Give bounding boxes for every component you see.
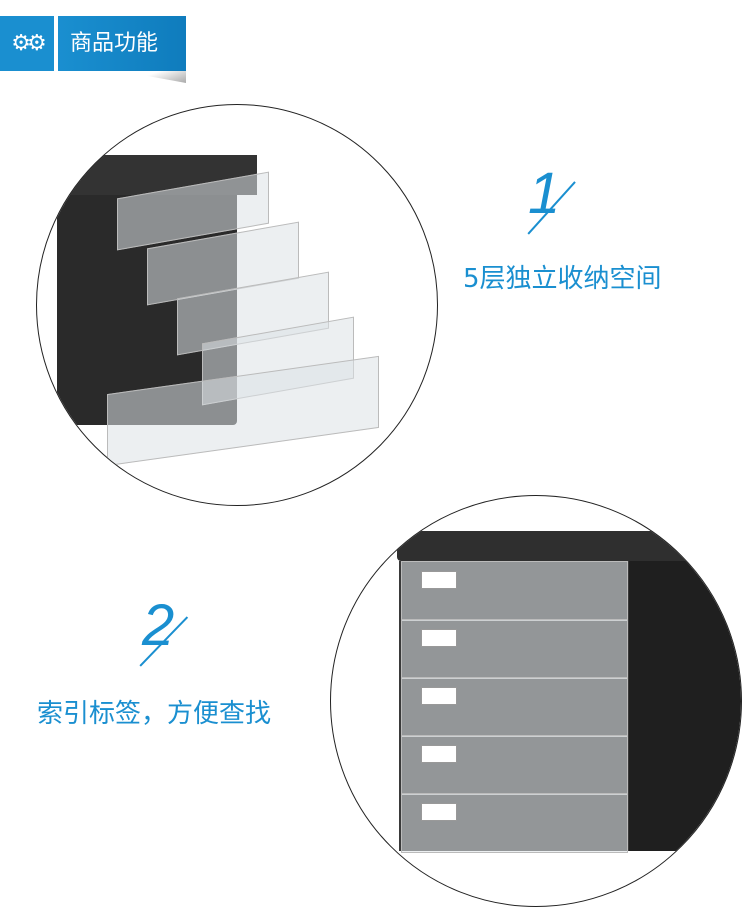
section-title: 商品功能 — [58, 16, 186, 71]
feature-number-2: 2 — [142, 593, 175, 658]
header-shadow — [120, 71, 186, 83]
feature-text-2: 索引标签，方便查找 — [37, 699, 272, 729]
product-image-index-labels — [330, 495, 742, 907]
gears-icon: ⚙⚙ — [0, 16, 54, 71]
feature-text-1: 5层独立收纳空间 — [463, 264, 662, 294]
product-image-open-drawers — [36, 104, 438, 506]
